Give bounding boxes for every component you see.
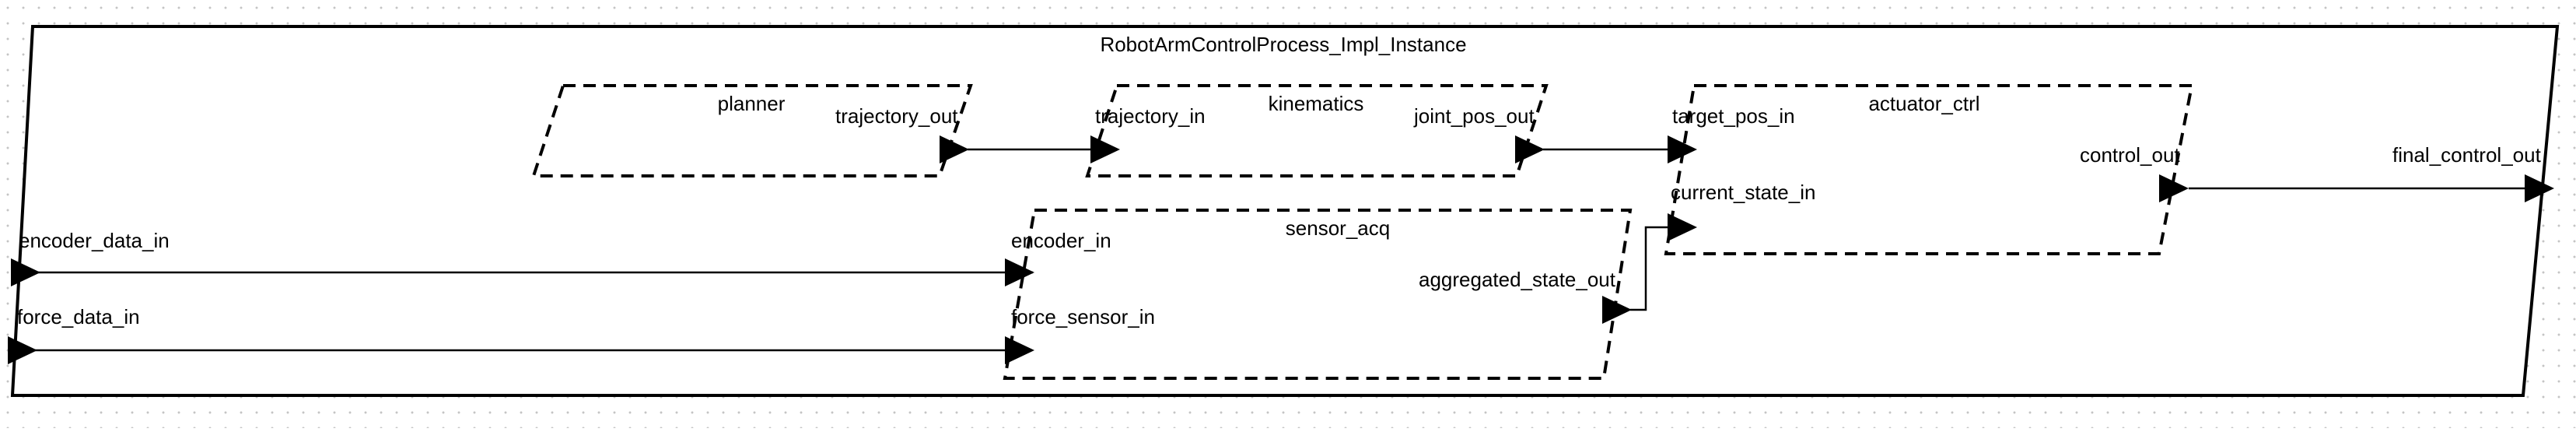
planner-title: planner <box>718 92 786 115</box>
sensor-acq-port-force-sensor-in-label: force_sensor_in <box>1011 305 1155 328</box>
planner-port-trajectory-out-label: trajectory_out <box>835 104 958 128</box>
kinematics-port-joint-pos-out-label: joint_pos_out <box>1413 104 1535 128</box>
port-encoder-data-in[interactable] <box>11 258 40 286</box>
kinematics-title: kinematics <box>1269 92 1364 115</box>
port-control-out[interactable] <box>2159 174 2189 202</box>
actuator-ctrl-port-current-state-in-label: current_state_in <box>1671 181 1815 204</box>
actuator-ctrl-title: actuator_ctrl <box>1868 92 1979 115</box>
actuator-ctrl-port-control-out-label: control_out <box>2080 143 2180 167</box>
actuator-ctrl-box[interactable] <box>1664 84 2194 255</box>
process-port-final-control-out-label: final_control_out <box>2392 143 2542 167</box>
sensor-acq-title: sensor_acq <box>1286 216 1390 240</box>
process-port-encoder-data-in-label: encoder_data_in <box>19 229 170 252</box>
sensor-acq-box[interactable] <box>1003 209 1633 380</box>
process-port-force-data-in-label: force_data_in <box>17 305 140 328</box>
port-target-pos-in[interactable] <box>1668 135 1697 163</box>
port-encoder-in[interactable] <box>1005 258 1034 286</box>
planner-box[interactable] <box>531 84 973 177</box>
port-aggregated-state-out[interactable] <box>1602 296 1632 324</box>
actuator-ctrl-port-target-pos-in-label: target_pos_in <box>1672 104 1795 128</box>
sensor-acq-port-encoder-in-label: encoder_in <box>1011 229 1111 252</box>
sensor-acq-port-aggregated-state-out-label: aggregated_state_out <box>1419 268 1616 291</box>
port-joint-pos-out[interactable] <box>1515 135 1545 163</box>
port-trajectory-in[interactable] <box>1090 135 1120 163</box>
port-current-state-in[interactable] <box>1668 213 1697 241</box>
port-trajectory-out[interactable] <box>940 135 969 163</box>
port-final-control-out[interactable] <box>2525 174 2554 202</box>
kinematics-port-trajectory-in-label: trajectory_in <box>1095 104 1206 128</box>
kinematics-box[interactable] <box>1085 84 1549 177</box>
port-force-data-in[interactable] <box>8 336 37 364</box>
process-title: RobotArmControlProcess_Impl_Instance <box>1100 33 1466 56</box>
port-force-sensor-in[interactable] <box>1005 336 1034 364</box>
connection-state[interactable] <box>1630 226 1671 311</box>
